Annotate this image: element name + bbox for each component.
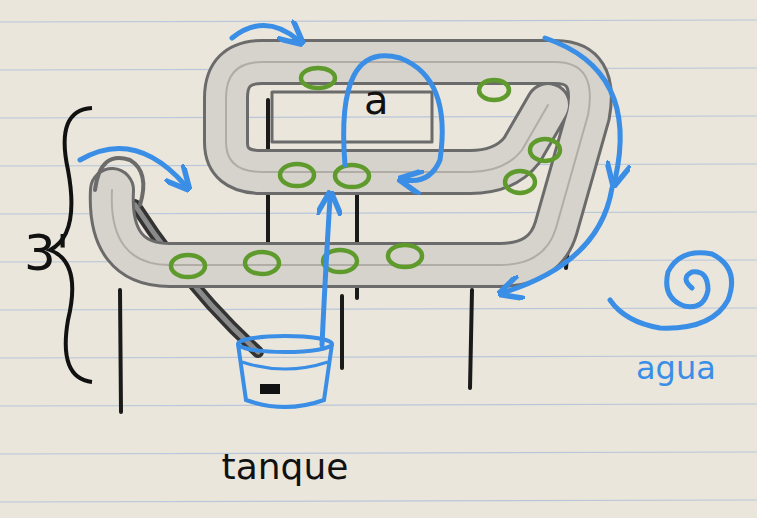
bucket-outline	[236, 336, 334, 408]
water-level	[242, 362, 328, 369]
paper-lines	[0, 20, 757, 502]
dimension-label: 3'	[24, 228, 70, 278]
plant-holes	[171, 68, 560, 277]
water-label: agua	[636, 352, 716, 384]
node-caption: tanque	[196, 446, 374, 487]
bucket-body	[238, 344, 332, 407]
pump	[260, 384, 280, 394]
water-flow-arrows	[80, 25, 620, 345]
bucket-rim	[238, 336, 332, 352]
water-spiral	[610, 253, 732, 328]
part-label: a	[364, 80, 389, 120]
tank-bucket: tanque	[236, 336, 334, 408]
